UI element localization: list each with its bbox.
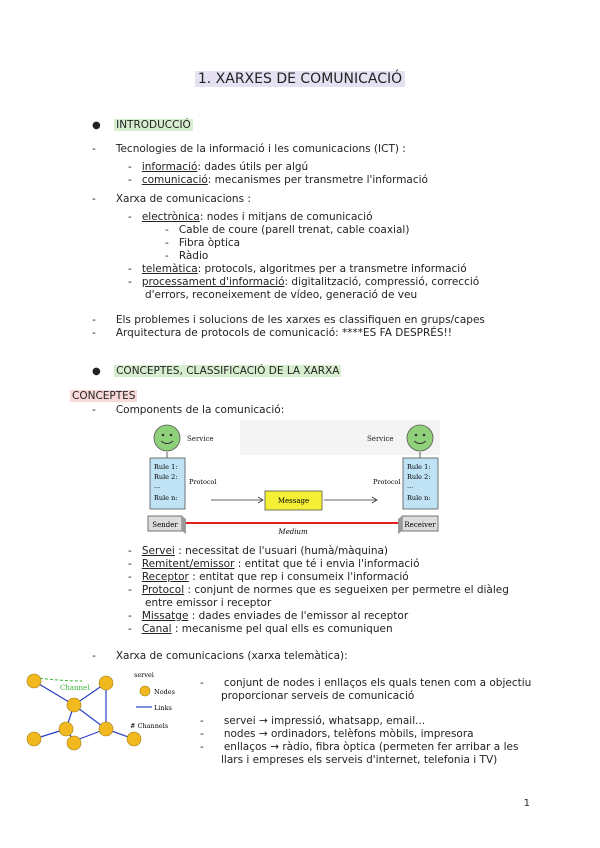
legend-channels: # Channels (130, 722, 168, 730)
sender-smiley-icon (153, 424, 181, 452)
info-line: - informació: dades útils per algú (128, 161, 309, 173)
definition-item: - Receptor : entitat que rep i consumeix… (128, 571, 409, 583)
section-conceptes-heading: ● CONCEPTES, CLASSIFICACIÓ DE LA XARXA (92, 365, 342, 377)
com-line: - comunicació: mecanismes per transmetre… (128, 174, 428, 186)
sender-label: Sender (152, 521, 178, 529)
dash-ict: - Tecnologies de la informació i les com… (92, 143, 406, 155)
rule2-right: Rule 2: (407, 473, 430, 481)
legend-nodes: Nodes (154, 688, 175, 696)
rule1-right: Rule 1: (407, 463, 430, 471)
dash-xarxa-tele: - Xarxa de comunicacions (xarxa telemàti… (92, 650, 348, 662)
rule1-left: Rule 1: (154, 463, 177, 471)
communication-diagram: Service Service Rule 1: Rule 2: ... Rule… (145, 420, 440, 538)
definition-term: Remitent/emissor (141, 558, 235, 570)
dash-problemes: - Els problemes i solucions de les xarxe… (92, 314, 485, 326)
rulen-right: Rule n: (407, 494, 430, 502)
page-title: 1. XARXES DE COMUNICACIÓ (0, 71, 600, 87)
conj-line-1: - conjunt de nodes i enllaços els quals … (200, 677, 532, 689)
legend-node-icon (139, 685, 151, 697)
sender-rules-box (149, 457, 186, 510)
service-left-label: Service (187, 435, 214, 443)
definition-item: - Servei : necessitat de l'usuari (humà/… (128, 545, 389, 557)
servei-example: - servei → impressió, whatsapp, email... (200, 715, 426, 727)
definition-item: - Protocol : conjunt de normes que es se… (128, 584, 509, 596)
definition-term: Canal (141, 623, 172, 635)
definition-term: Servei (141, 545, 175, 557)
definition-text: : entitat que rep i consumeix l'informac… (188, 571, 409, 583)
subheading-conceptes: CONCEPTES (70, 390, 138, 402)
medium-label: Medium (277, 528, 308, 536)
dots-left: ... (154, 482, 160, 490)
elec-line: - electrònica: nodes i mitjans de comuni… (128, 211, 373, 223)
definition-term: Receptor (141, 571, 189, 583)
receiver-smiley-icon (406, 424, 434, 452)
definition-item: - Missatge : dades enviades de l'emissor… (128, 610, 409, 622)
radio-line: - Ràdio (165, 250, 209, 262)
definition-text: entre emissor i receptor (145, 597, 272, 609)
legend-links: Links (154, 704, 172, 712)
rule2-left: Rule 2: (154, 473, 177, 481)
node-icons (26, 673, 142, 751)
service-right-label: Service (367, 435, 394, 443)
page-number: 1 (523, 798, 530, 809)
definition-item: - Remitent/emissor : entitat que té i en… (128, 558, 420, 570)
dash-xarxa: - Xarxa de comunicacions : (92, 193, 251, 205)
legend-servei: servei (134, 671, 154, 679)
definition-text: : necessitat de l'usuari (humà/màquina) (174, 545, 389, 557)
fibra-line: - Fibra òptica (165, 237, 241, 249)
dash-arquitectura: - Arquitectura de protocols de comunicac… (92, 327, 452, 339)
rulen-left: Rule n: (154, 494, 177, 502)
network-diagram: Channel servei Nodes Links # Channels (26, 671, 175, 751)
definition-term: Missatge (141, 610, 189, 622)
channel-label: Channel (60, 684, 90, 692)
definition-item: entre emissor i receptor (145, 597, 271, 610)
definition-text: : mecanisme pel qual ells es comuniquen (171, 623, 393, 635)
proc-line-2: d'errors, reconeixement de vídeo, genera… (145, 289, 418, 301)
protocol-left-label: Protocol (189, 478, 217, 486)
message-label: Message (278, 497, 309, 505)
proc-line: - processament d'informació: digitalitza… (128, 276, 480, 288)
dots-right: ... (407, 482, 413, 490)
receiver-label: Receiver (404, 521, 436, 529)
enll-line-1: - enllaços → ràdio, fibra òptica (permet… (200, 741, 519, 753)
definition-term: Protocol (141, 584, 185, 596)
definition-text: : entitat que té i envia l'informació (234, 558, 420, 570)
message-box (264, 490, 323, 511)
section-intro-heading: ● INTRODUCCIÓ (92, 119, 193, 131)
receiver-rules-box (402, 457, 439, 510)
definition-item: - Canal : mecanisme pel qual ells es com… (128, 623, 393, 635)
definition-text: : conjunt de normes que es segueixen per… (184, 584, 509, 596)
protocol-right-label: Protocol (373, 478, 401, 486)
dash-components: - Components de la comunicació: (92, 404, 285, 416)
tele-line: - telemàtica: protocols, algoritmes per … (128, 263, 467, 275)
conj-line-2: proporcionar serveis de comunicació (221, 690, 415, 702)
nodes-example: - nodes → ordinadors, telèfons mòbils, i… (200, 728, 474, 740)
cable-line: - Cable de coure (parell trenat, cable c… (165, 224, 410, 236)
definition-text: : dades enviades de l'emissor al recepto… (188, 610, 409, 622)
enll-line-2: llars i empreses els serveis d'internet,… (221, 754, 498, 766)
